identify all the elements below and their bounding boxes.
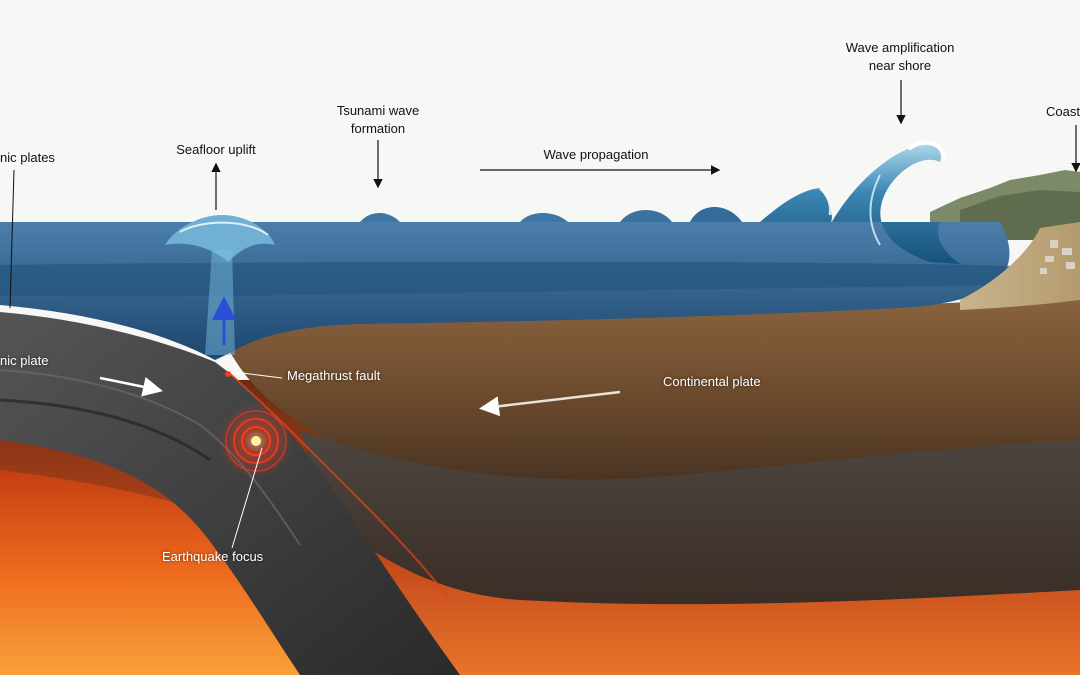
label-continental-plate: Continental plate [663,374,761,389]
breaking-wave [760,144,960,264]
label-oceanic-plate: nic plate [0,353,49,368]
leader-lines [9,80,1080,549]
label-earthquake-focus: Earthquake focus [162,549,264,564]
label-seafloor-uplift: Seafloor uplift [176,142,256,157]
label-tsunami-formation-line1: Tsunami wave [336,103,420,118]
oceanic-plate [0,312,460,675]
label-tsunami-formation-line2: formation [350,121,406,136]
label-tectonic-plates: nic plates [0,150,55,165]
megathrust-fault-line [227,371,451,601]
label-wave-propagation: Wave propagation [543,147,649,162]
earthquake-focus-marker [218,403,294,479]
label-coast: Coast [1046,104,1080,119]
label-wave-amplification-line1: Wave amplification [845,40,955,55]
fault-rupture-point [225,371,231,377]
label-wave-amplification-line2: near shore [868,58,932,73]
coastal-town [1040,240,1075,274]
label-megathrust-fault: Megathrust fault [287,368,381,383]
sky [0,0,1080,222]
propagating-waves [360,207,742,222]
continental-plate [230,296,1080,480]
